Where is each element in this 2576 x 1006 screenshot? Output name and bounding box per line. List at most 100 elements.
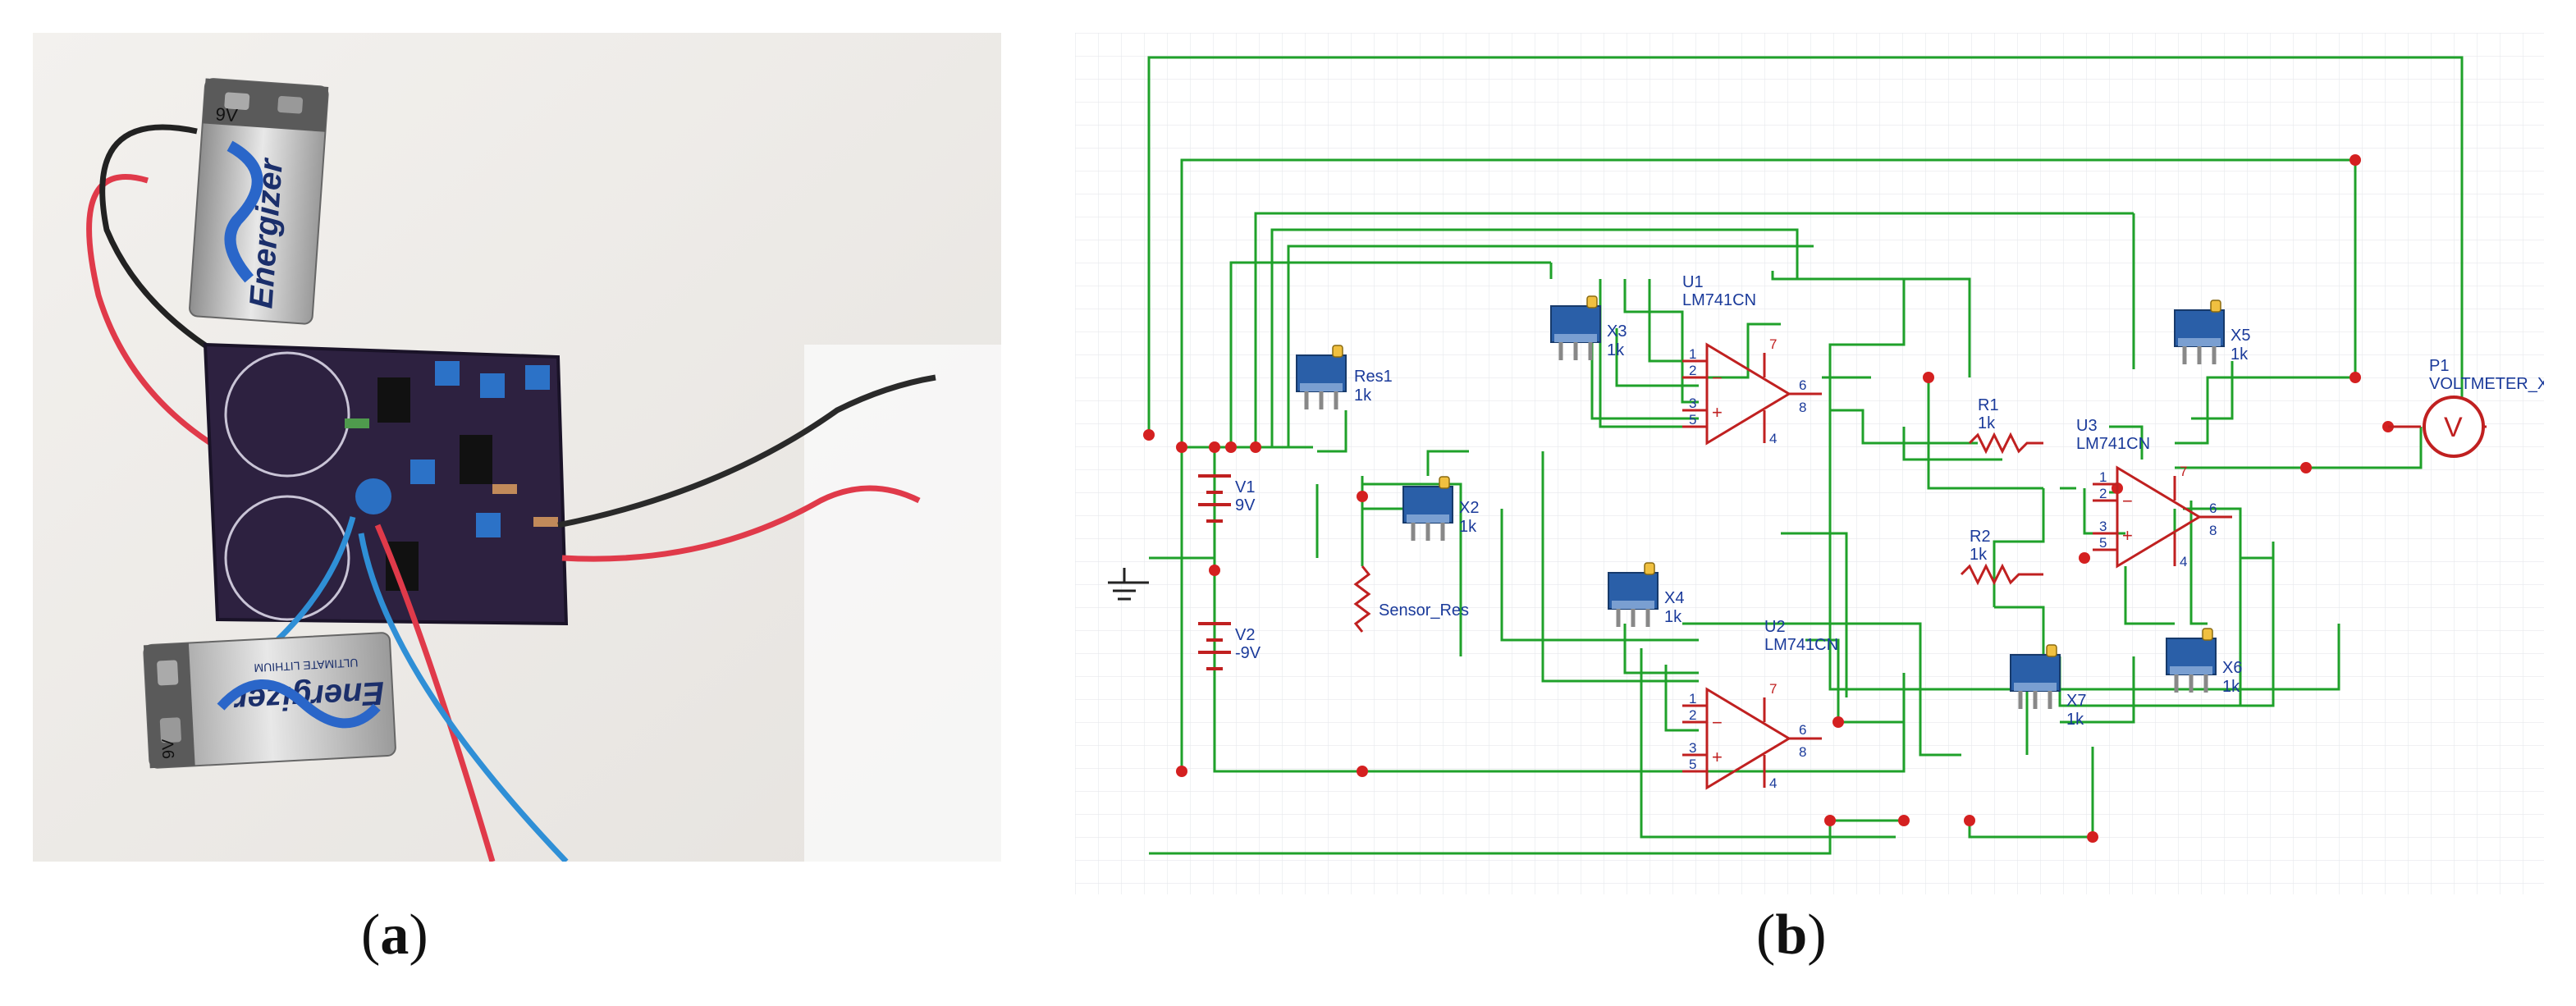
u2-pin7: 7 (1769, 681, 1777, 697)
caption-a: (a) (361, 903, 428, 968)
u3-pin6: 6 (2209, 501, 2217, 516)
x7-name: X7 (2066, 692, 2086, 710)
schematic-grid (1075, 33, 2544, 894)
x3-name: X3 (1607, 322, 1627, 341)
pcb-board (203, 342, 569, 626)
u2-pin5: 5 (1689, 757, 1696, 772)
caption-a-letter: a (380, 903, 410, 967)
u3-pin1: 1 (2099, 469, 2107, 485)
x2-name: X2 (1459, 499, 1479, 517)
u3-pin8: 8 (2209, 523, 2217, 538)
sensor-resistor: Sensor_Res (1353, 565, 1469, 633)
u3-name: U3 (2076, 417, 2098, 435)
pot-res1: Res1 1k (1297, 345, 1393, 409)
u1-pin1: 1 (1689, 346, 1696, 362)
r2-name: R2 (1970, 528, 1991, 546)
u3-pin4: 4 (2180, 554, 2187, 569)
u3-part: LM741CN (2076, 435, 2150, 453)
x2-value: 1k (1459, 518, 1477, 536)
v2-name: V2 (1235, 626, 1255, 644)
pot-x6: X6 1k (2166, 629, 2242, 696)
battery-bottom: 9V Energizer ULTIMATE LITHIUM (143, 632, 396, 769)
x5-name: X5 (2231, 327, 2250, 345)
u3-pin2: 2 (2099, 486, 2107, 501)
u1-pin7: 7 (1769, 336, 1777, 352)
circuit-schematic: V1 9V V2 -9V Sensor_Res R1 1k R2 1k Res1… (1075, 33, 2557, 894)
opamp-u1: − + 1 2 3 5 6 8 7 4 U1 LM741CN (1682, 273, 1822, 446)
p1-name: P1 (2429, 357, 2449, 375)
u3-pin7: 7 (2180, 464, 2187, 479)
wire-blue-down (358, 533, 569, 864)
battery-v2: V2 -9V (1198, 622, 1261, 670)
p1-part: VOLTMETER_XL (2429, 375, 2544, 393)
u2-pin8: 8 (1799, 744, 1806, 760)
pot-x7: X7 1k (2011, 645, 2086, 729)
ground-symbol (1108, 568, 1149, 601)
u1-part: LM741CN (1682, 291, 1756, 309)
u3-pin3: 3 (2099, 519, 2107, 534)
schematic-canvas: V1 9V V2 -9V Sensor_Res R1 1k R2 1k Res1… (1075, 33, 2557, 894)
opamp-u3: − + 1 2 3 5 6 8 7 4 U3 LM741CN (2076, 417, 2232, 569)
v1-value: 9V (1235, 496, 1256, 514)
battery-top-voltage: 9V (215, 103, 239, 126)
pot-x2: X2 1k (1403, 477, 1479, 541)
battery-bottom-voltage: 9V (159, 738, 178, 759)
voltmeter-p1: V P1 VOLTMETER_XL (2388, 357, 2557, 458)
caption-a-close: ) (409, 903, 428, 967)
caption-b-letter: b (1775, 903, 1808, 967)
x7-value: 1k (2066, 711, 2084, 729)
u1-name: U1 (1682, 273, 1704, 291)
x3-value: 1k (1607, 341, 1625, 359)
u1-pin6: 6 (1799, 377, 1806, 393)
battery-v1: V1 9V (1198, 474, 1256, 523)
u2-plus: + (1712, 747, 1723, 767)
u1-minus: − (1712, 368, 1723, 388)
junctions (1143, 154, 2394, 843)
battery-bottom-subtitle: ULTIMATE LITHIUM (254, 656, 359, 675)
u2-pin3: 3 (1689, 740, 1696, 756)
u1-pin8: 8 (1799, 400, 1806, 415)
pot-x5: X5 1k (2175, 300, 2250, 364)
circuit-photo: 9V Energizer 9V Energizer ULTIMATE (33, 33, 1001, 864)
wire-red-down (374, 524, 496, 862)
x4-value: 1k (1664, 608, 1682, 626)
wire-black-right (557, 374, 936, 528)
x4-name: X4 (1664, 589, 1684, 607)
r1-value: 1k (1978, 414, 1996, 432)
resistor-r2: R2 1k (1960, 528, 2043, 586)
u2-pin1: 1 (1689, 691, 1696, 706)
u1-pin2: 2 (1689, 363, 1696, 378)
resistor-r1: R1 1k (1968, 396, 2043, 455)
u1-plus: + (1712, 402, 1723, 423)
u2-pin2: 2 (1689, 707, 1696, 723)
u2-minus: − (1712, 712, 1723, 733)
u3-pin5: 5 (2099, 535, 2107, 551)
voltmeter-symbol: V (2444, 412, 2463, 443)
u3-minus: − (2122, 491, 2133, 511)
res1-value: 1k (1354, 386, 1372, 405)
paper-sheet (804, 345, 1001, 862)
u2-pin6: 6 (1799, 722, 1806, 738)
u2-pin4: 4 (1769, 775, 1777, 791)
r2-value: 1k (1970, 546, 1988, 564)
battery-top: 9V Energizer (189, 78, 329, 325)
u2-name: U2 (1764, 618, 1786, 636)
v1-name: V1 (1235, 478, 1255, 496)
photo-illustration: 9V Energizer 9V Energizer ULTIMATE (33, 33, 1001, 864)
u1-pin3: 3 (1689, 396, 1696, 411)
opamp-u2: − + 1 2 3 5 6 8 7 4 U2 LM741CN (1682, 618, 1838, 791)
v2-value: -9V (1235, 644, 1261, 662)
wire-red-top (86, 174, 240, 463)
r1-name: R1 (1978, 396, 1999, 414)
caption-b-open: ( (1756, 903, 1776, 967)
u3-plus: + (2122, 525, 2133, 546)
res1-name: Res1 (1354, 368, 1393, 386)
x6-value: 1k (2222, 678, 2240, 696)
u1-pin5: 5 (1689, 412, 1696, 428)
pot-x4: X4 1k (1608, 563, 1684, 627)
pot-x3: X3 1k (1551, 296, 1627, 360)
x6-name: X6 (2222, 659, 2242, 677)
caption-b-close: ) (1807, 903, 1827, 967)
u1-pin4: 4 (1769, 431, 1777, 446)
x5-value: 1k (2231, 345, 2249, 364)
